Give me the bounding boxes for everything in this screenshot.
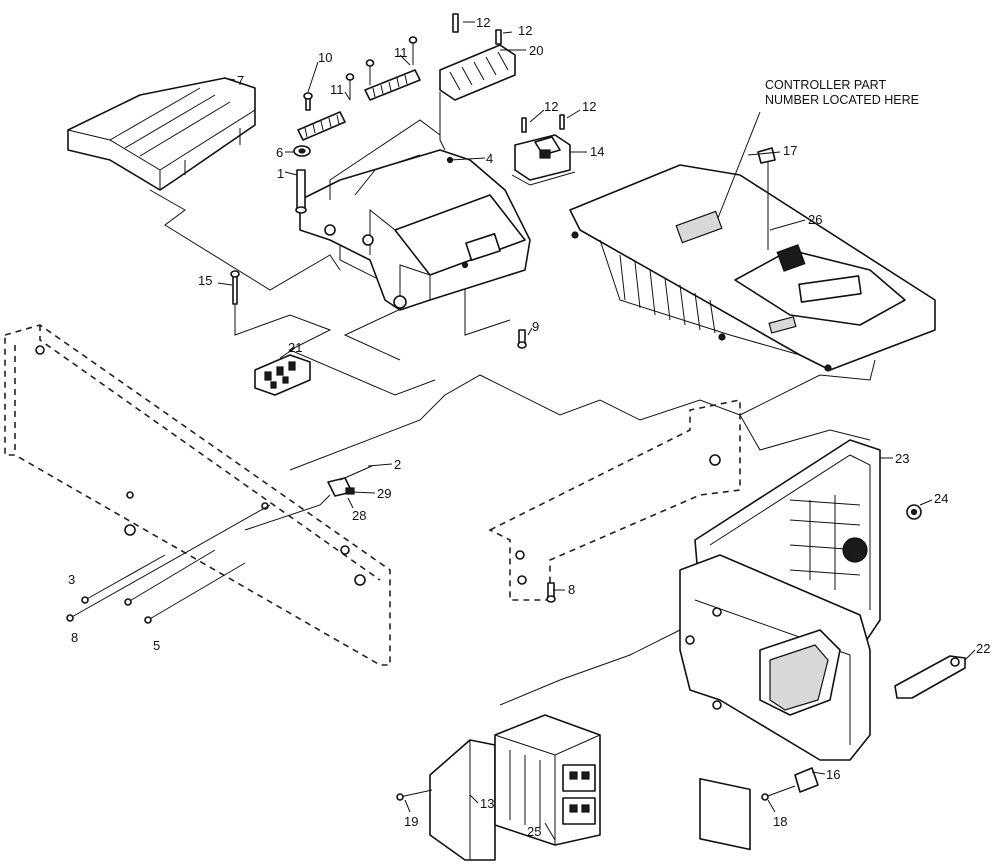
callout-22: 22 [976, 641, 990, 656]
fuse-part-17 [757, 147, 776, 250]
callout-17: 17 [783, 143, 797, 158]
controller-part-number-note-line1: CONTROLLER PART [765, 78, 886, 92]
nut-part-24 [906, 504, 922, 520]
lower-enclosure [679, 554, 871, 851]
contactor-part-25 [494, 714, 601, 846]
callout-8-right: 8 [568, 582, 575, 597]
callout-11-left: 11 [330, 82, 344, 97]
callout-18: 18 [773, 814, 787, 829]
terminal-block-part-20 [439, 13, 516, 101]
callout-12-relay-right: 12 [582, 99, 596, 114]
callout-2: 2 [394, 457, 401, 472]
screw-part-18 [761, 785, 796, 801]
screw-part-19 [396, 789, 433, 801]
washer-part-6 [293, 145, 311, 157]
callout-labels: 1 2 3 4 5 6 7 8 8 9 10 11 11 12 12 12 12… [68, 15, 990, 839]
callout-16: 16 [826, 767, 840, 782]
relay-part-14 [511, 114, 576, 186]
callout-24: 24 [934, 491, 948, 506]
callout-14: 14 [590, 144, 604, 159]
cover-bracket-part-13 [429, 739, 496, 861]
callout-23: 23 [895, 451, 909, 466]
callout-11-right: 11 [394, 45, 408, 60]
callout-25: 25 [527, 824, 541, 839]
callout-26: 26 [808, 212, 822, 227]
callout-13: 13 [480, 796, 494, 811]
screw-part-10 [303, 92, 313, 111]
controller-part-26 [569, 164, 936, 372]
callout-19: 19 [404, 814, 418, 829]
callout-5: 5 [153, 638, 160, 653]
callout-12-top-left: 12 [476, 15, 490, 30]
main-housing-part-4 [299, 119, 531, 311]
callout-leader-lines [217, 21, 976, 841]
callout-12-top-right: 12 [518, 23, 532, 38]
callout-20: 20 [529, 43, 543, 58]
strap-part-22 [894, 655, 966, 699]
terminal-strip-part-11-left [297, 111, 346, 141]
callout-7: 7 [237, 73, 244, 88]
callout-9: 9 [532, 319, 539, 334]
callout-1: 1 [277, 166, 284, 181]
callout-8-left: 8 [71, 630, 78, 645]
callout-4: 4 [486, 151, 493, 166]
callout-6: 6 [276, 145, 283, 160]
controller-part-number-note-line2: NUMBER LOCATED HERE [765, 93, 919, 107]
switch-part-28 [327, 477, 355, 497]
callout-10: 10 [318, 50, 332, 65]
screw-part-9 [517, 329, 527, 349]
callout-12-relay-left: 12 [544, 99, 558, 114]
mounting-panel-dashed [4, 324, 391, 666]
callout-28: 28 [352, 508, 366, 523]
terminal-strip-part-11-right [364, 69, 421, 101]
connector-part-21 [254, 354, 311, 396]
long-screws-left [66, 504, 271, 624]
screw-part-8-right [546, 582, 556, 603]
bracket-dashed [488, 399, 741, 601]
standoff-part-1 [295, 169, 307, 214]
callout-3: 3 [68, 572, 75, 587]
callout-15: 15 [198, 273, 212, 288]
screw-part-15 [230, 270, 240, 305]
callout-29: 29 [377, 486, 391, 501]
screws-part-11 [345, 36, 418, 100]
clip-part-16 [794, 767, 819, 793]
top-cover-part-7 [67, 77, 256, 191]
screw-part-2 [339, 465, 373, 481]
callout-21: 21 [288, 340, 302, 355]
